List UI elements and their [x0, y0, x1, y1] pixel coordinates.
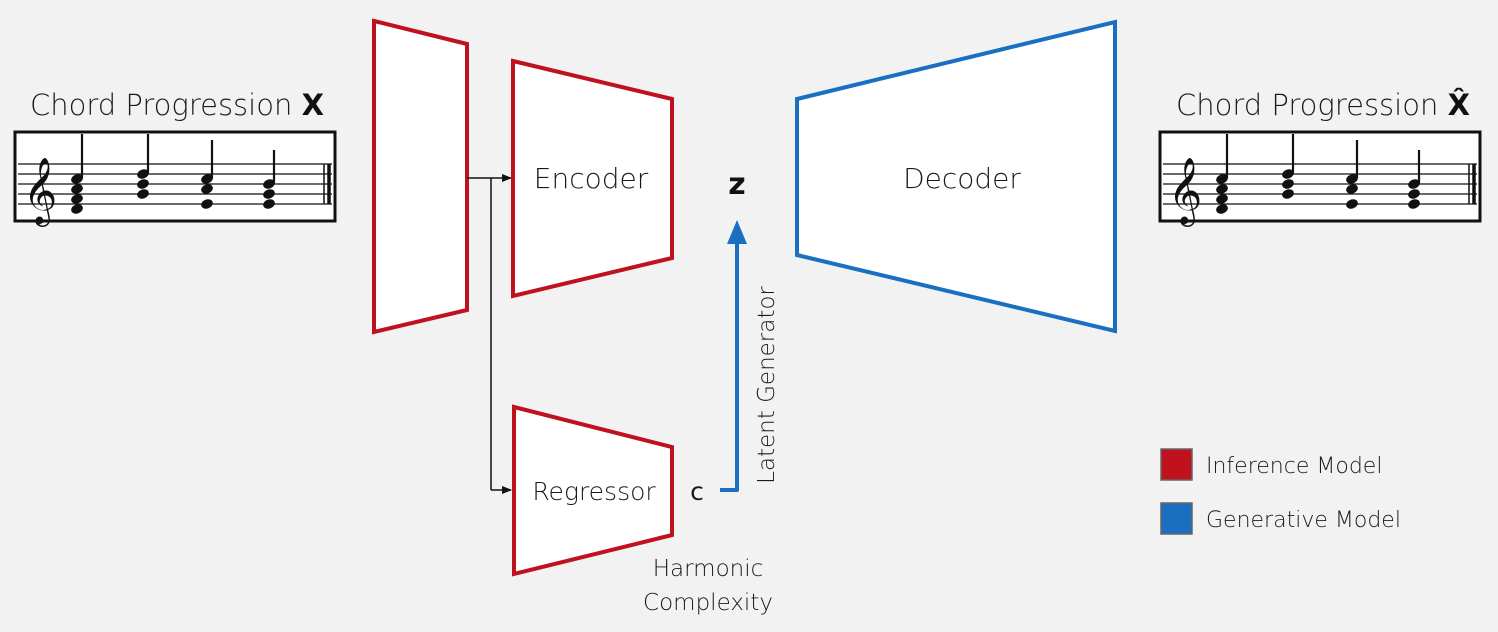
output-score-group: Chord Progression X̂ 𝄞 — [1158, 88, 1482, 227]
input-score-title: Chord Progression X — [30, 88, 324, 122]
latent-generator-arrowhead — [727, 220, 747, 244]
legend: Inference Model Generative Model — [1160, 448, 1401, 535]
chord-2 — [137, 134, 150, 199]
harmonic-complexity-line1: Harmonic — [653, 556, 764, 582]
decoder-block — [795, 19, 1117, 334]
chord-3 — [201, 140, 214, 209]
harmonic-complexity-line2: Complexity — [643, 590, 773, 616]
output-staff: 𝄞 — [1158, 130, 1482, 227]
legend-label-inference: Inference Model — [1206, 454, 1382, 479]
condition-variable-c: c — [690, 477, 704, 506]
regressor-block — [512, 404, 674, 577]
legend-label-generative: Generative Model — [1206, 508, 1401, 533]
input-score-group: Chord Progression X 𝄞 — [13, 88, 337, 227]
chord-2 — [1282, 134, 1295, 199]
input-staff: 𝄞 — [13, 130, 337, 227]
treble-clef-icon: 𝄞 — [1168, 156, 1202, 227]
legend-swatch-generative — [1160, 502, 1193, 535]
output-staff-frame — [1158, 130, 1482, 223]
chord-4 — [1408, 150, 1421, 209]
encoder-block — [511, 58, 674, 299]
input-symbol: X — [302, 88, 324, 122]
input-embedding-block — [372, 18, 469, 335]
encoder-label: Encoder — [534, 162, 649, 195]
chord-4 — [263, 150, 276, 209]
output-title-text: Chord Progression — [1176, 88, 1448, 122]
latent-generator-label: Latent Generator — [754, 286, 780, 484]
output-symbol: X̂ — [1448, 88, 1470, 122]
input-title-text: Chord Progression — [30, 88, 302, 122]
treble-clef-icon: 𝄞 — [23, 156, 57, 227]
input-staff-frame — [13, 130, 337, 223]
chord-3 — [1346, 140, 1359, 209]
output-score-title: Chord Progression X̂ — [1176, 88, 1470, 122]
latent-variable-z: z — [728, 167, 745, 202]
regressor-label: Regressor — [532, 477, 656, 506]
chord-1 — [1216, 134, 1229, 214]
latent-generator-arrow — [720, 240, 739, 492]
chord-1 — [71, 134, 84, 214]
legend-swatch-inference — [1160, 448, 1193, 481]
decoder-label: Decoder — [903, 162, 1021, 195]
